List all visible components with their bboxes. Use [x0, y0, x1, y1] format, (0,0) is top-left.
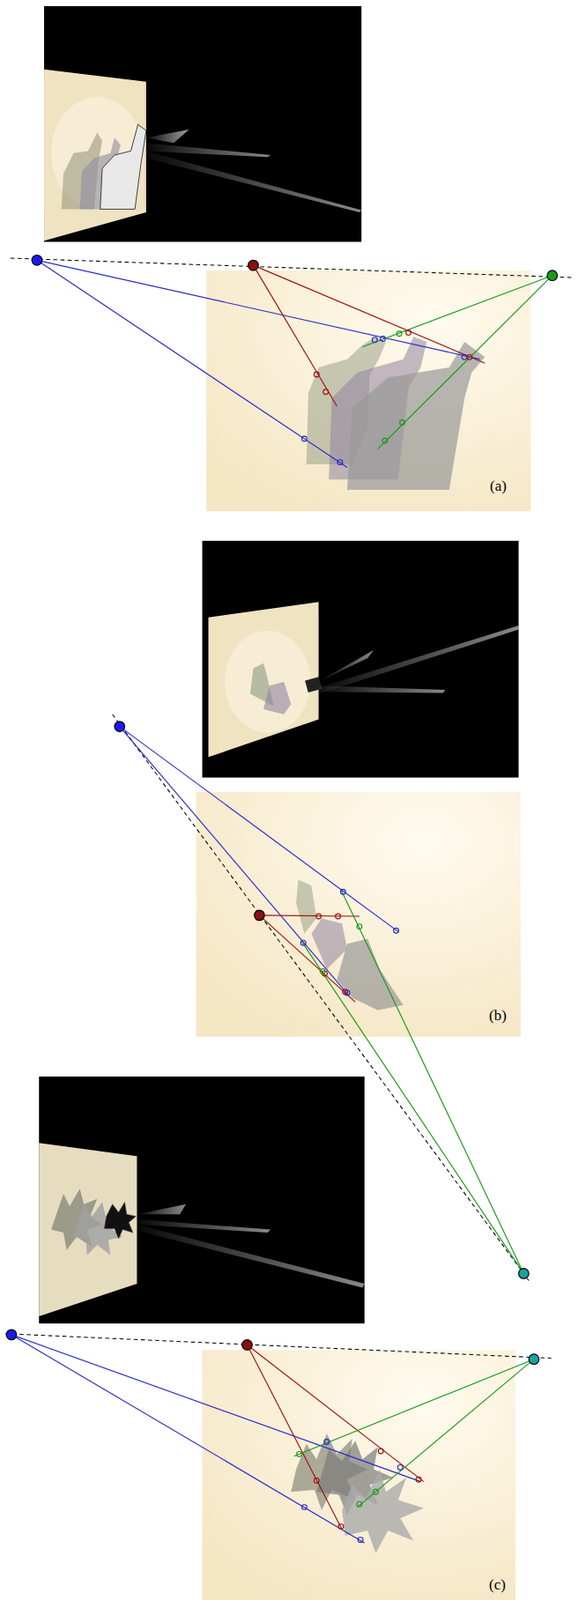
construction-c	[5, 1329, 552, 1600]
panel-label: (a)	[489, 478, 507, 494]
panel-label: (b)	[489, 1007, 507, 1023]
render-c	[38, 1076, 364, 1324]
panel-label: (c)	[489, 1577, 506, 1593]
render-a	[44, 6, 362, 243]
render-b	[202, 540, 519, 779]
construction-a	[10, 255, 574, 512]
